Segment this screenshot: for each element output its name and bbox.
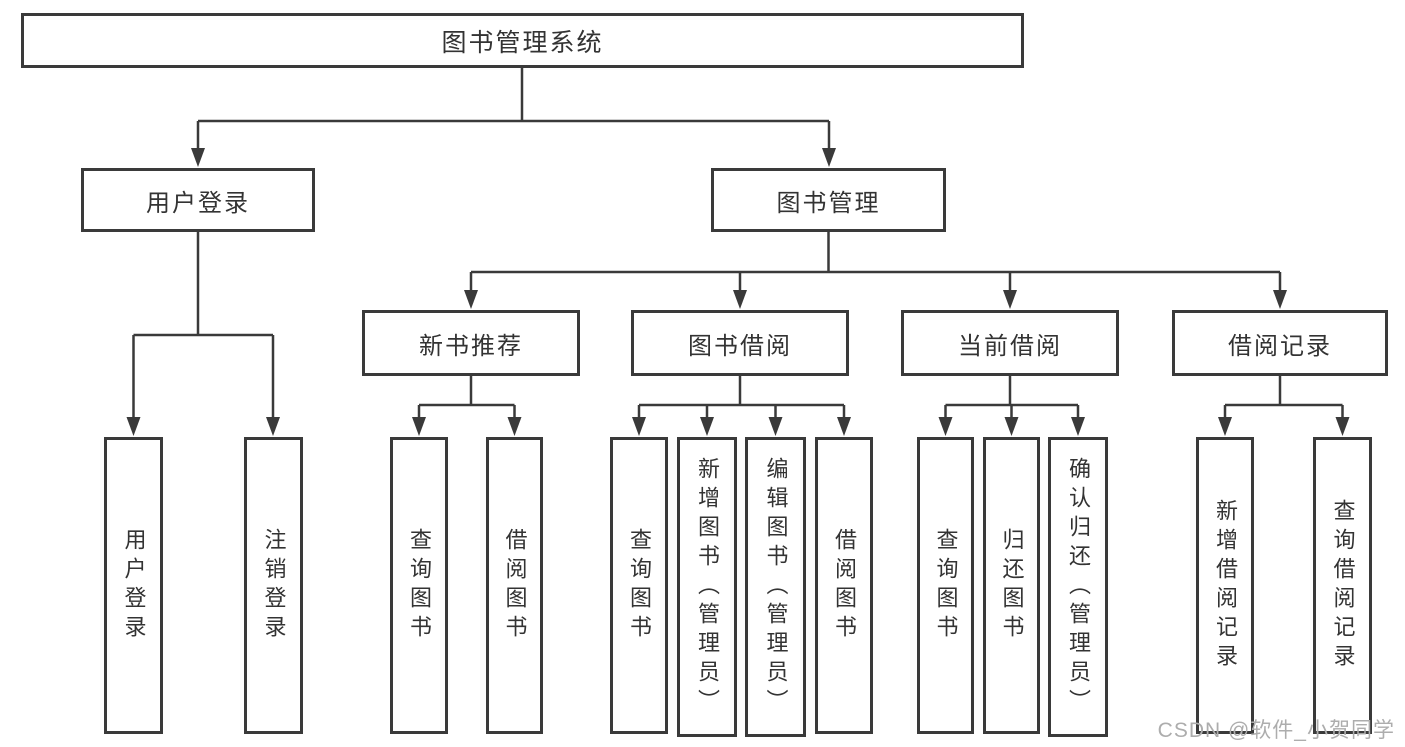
leaf-add-borrow-record-label: 新增借阅记录 bbox=[1213, 498, 1238, 673]
node-root-label: 图书管理系统 bbox=[441, 28, 604, 57]
node-user-login: 用户登录 bbox=[81, 168, 315, 232]
leaf-logout-label: 注销登录 bbox=[261, 527, 287, 644]
node-book-borrowing-label: 图书借阅 bbox=[688, 332, 792, 360]
leaf-query-books-current-label: 查询图书 bbox=[933, 527, 959, 644]
leaf-query-borrow-record: 查询借阅记录 bbox=[1313, 437, 1372, 734]
leaf-logout: 注销登录 bbox=[244, 437, 303, 734]
leaf-borrow-books-recommend-label: 借阅图书 bbox=[502, 527, 528, 644]
leaf-edit-book-admin-label: 编辑图书（管理员） bbox=[763, 456, 789, 718]
leaf-query-books-recommend-label: 查询图书 bbox=[407, 527, 432, 644]
leaf-borrow-books: 借阅图书 bbox=[815, 437, 873, 734]
node-borrow-records-label: 借阅记录 bbox=[1228, 332, 1332, 360]
leaf-add-book-admin-label: 新增图书（管理员） bbox=[695, 456, 720, 718]
node-current-borrowing-label: 当前借阅 bbox=[958, 332, 1062, 360]
arrowheads bbox=[126, 148, 1350, 436]
leaf-return-book: 归还图书 bbox=[983, 437, 1040, 734]
node-book-management: 图书管理 bbox=[711, 168, 946, 232]
leaf-borrow-books-label: 借阅图书 bbox=[832, 527, 857, 644]
csdn-watermark: CSDN @软件_小贺同学 bbox=[1157, 719, 1395, 742]
leaf-add-borrow-record: 新增借阅记录 bbox=[1196, 437, 1254, 734]
leaf-user-login: 用户登录 bbox=[104, 437, 163, 734]
node-user-login-label: 用户登录 bbox=[146, 189, 250, 217]
leaf-edit-book-admin: 编辑图书（管理员） bbox=[745, 437, 806, 737]
leaf-query-books-current: 查询图书 bbox=[917, 437, 974, 734]
node-root-system: 图书管理系统 bbox=[21, 13, 1024, 68]
leaf-add-book-admin: 新增图书（管理员） bbox=[677, 437, 737, 737]
leaf-confirm-return-admin-label: 确认归还（管理员） bbox=[1066, 456, 1091, 718]
leaf-borrow-books-recommend: 借阅图书 bbox=[486, 437, 543, 734]
node-current-borrowing: 当前借阅 bbox=[901, 310, 1119, 376]
node-book-borrowing: 图书借阅 bbox=[631, 310, 849, 376]
node-new-book-recommend: 新书推荐 bbox=[362, 310, 580, 376]
leaf-query-books-borrowing: 查询图书 bbox=[610, 437, 668, 734]
node-book-management-label: 图书管理 bbox=[776, 189, 881, 217]
leaf-user-login-label: 用户登录 bbox=[121, 527, 147, 644]
leaf-confirm-return-admin: 确认归还（管理员） bbox=[1048, 437, 1108, 737]
node-borrow-records: 借阅记录 bbox=[1172, 310, 1388, 376]
leaf-query-books-borrowing-label: 查询图书 bbox=[627, 527, 652, 644]
node-new-book-recommend-label: 新书推荐 bbox=[419, 332, 523, 360]
leaf-return-book-label: 归还图书 bbox=[999, 527, 1025, 644]
leaf-query-borrow-record-label: 查询借阅记录 bbox=[1330, 498, 1356, 673]
leaf-query-books-recommend: 查询图书 bbox=[390, 437, 448, 734]
